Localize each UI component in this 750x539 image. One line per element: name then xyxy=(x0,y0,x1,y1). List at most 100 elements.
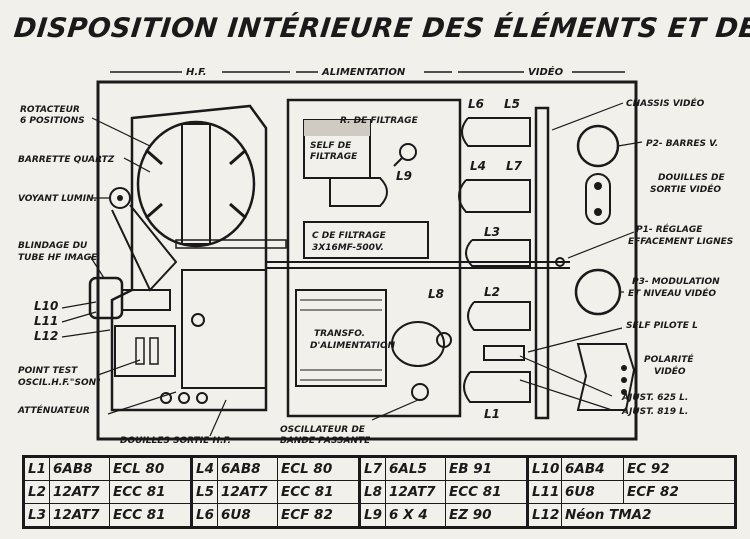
rotacteur-shaft xyxy=(181,123,211,245)
p3-potentiometer xyxy=(574,268,622,316)
point-test-label-2: OSCIL.H.F."SON" xyxy=(18,378,101,388)
tube-table-cell: ECL 80 xyxy=(109,456,193,481)
l11-label: L11 xyxy=(34,314,58,328)
tube-table-cell: L5 xyxy=(191,480,218,504)
tube-table-cell: ECC 81 xyxy=(109,503,193,528)
tube-table-cell: 6AB8 xyxy=(217,456,278,481)
tube-table-cell: L8 xyxy=(359,480,386,504)
douille-hf-2 xyxy=(178,392,190,404)
tube-table-cell: 6AB8 xyxy=(49,456,110,481)
douilles-sortie-hf-label: DOUILLES SORTIE H.F. xyxy=(120,436,231,446)
tube-table-cell: EZ 90 xyxy=(445,503,529,528)
tube-table-cell: 12AT7 xyxy=(385,480,446,504)
tube-label-l4: L4 xyxy=(470,159,486,173)
ajust-625-label: AJUST. 625 L. xyxy=(621,393,688,403)
tube-label-l3: L3 xyxy=(484,225,500,239)
chassis-video-label: CHASSIS VIDÉO xyxy=(626,97,705,109)
tube-table-cell: L1 xyxy=(23,456,50,481)
tube-table-cell: 6AL5 xyxy=(385,456,446,481)
tube-table-cell: Néon TMA2 xyxy=(561,503,736,528)
rotacteur-label-2: 6 POSITIONS xyxy=(20,116,85,126)
p1-knob xyxy=(555,257,565,267)
rotacteur-disc xyxy=(136,120,256,248)
point-test-box xyxy=(114,325,176,377)
tube-table-cell: ECC 81 xyxy=(445,480,529,504)
hf-block-outline xyxy=(110,104,268,412)
tube-table-cell: L7 xyxy=(359,456,386,481)
polarite-switch xyxy=(576,343,636,411)
oscillateur-label-1: OSCILLATEUR DE xyxy=(280,425,366,435)
tube-label-l9: L9 xyxy=(396,169,412,183)
l10-label: L10 xyxy=(34,299,58,313)
r-filtrage-label: R. DE FILTRAGE xyxy=(340,116,419,126)
tube-table-cell: 6 X 4 xyxy=(385,503,446,528)
tube-l3 xyxy=(465,239,531,267)
tube-table-cell: ECC 81 xyxy=(109,480,193,504)
voyant-label: VOYANT LUMIN. xyxy=(18,194,97,204)
attenuateur-label: ATTÉNUATEUR xyxy=(17,404,90,416)
douille-hf-1 xyxy=(160,392,172,404)
blindage-label-1: BLINDAGE DU xyxy=(18,241,88,251)
p3-label-1: P3- MODULATION xyxy=(632,277,720,287)
tube-table-cell: L6 xyxy=(191,503,218,528)
tube-table-cell: EC 92 xyxy=(623,456,736,481)
tube-l2 xyxy=(467,301,531,331)
polarite-label-2: VIDÉO xyxy=(654,365,686,377)
tube-label-l1: L1 xyxy=(484,407,500,421)
tube-table-cell: 6U8 xyxy=(217,503,278,528)
p2-label: P2- BARRES V. xyxy=(646,139,718,149)
tube-label-l5: L5 xyxy=(504,97,520,111)
tube-table-cell: 12AT7 xyxy=(49,480,110,504)
blindage-label-2: TUBE HF IMAGE xyxy=(18,253,98,263)
tube-l8 xyxy=(391,321,445,367)
tube-table-cell: L10 xyxy=(527,456,562,481)
oscillateur-label-2: BANDE PASSANTE xyxy=(280,436,371,446)
tube-table-cell: 12AT7 xyxy=(217,480,278,504)
douilles-sortie-label-2: SORTIE VIDÉO xyxy=(650,183,721,195)
tube-table-cell: L11 xyxy=(527,480,562,504)
tube-label-l8: L8 xyxy=(428,287,444,301)
section-video-label: VIDÉO xyxy=(528,65,564,78)
douilles-sortie-video xyxy=(585,173,611,225)
transfo-alim xyxy=(295,289,387,387)
p1-label-2: EFFACEMENT LIGNES xyxy=(628,237,733,247)
tube-label-l7: L7 xyxy=(506,159,523,173)
self-filtrage-label-2: FILTRAGE xyxy=(310,152,358,162)
tube-l4-l7 xyxy=(458,179,531,213)
tube-table-cell: EB 91 xyxy=(445,456,529,481)
section-alim-label: ALIMENTATION xyxy=(321,67,406,78)
tube-table-cell: ECL 80 xyxy=(277,456,361,481)
tube-label-l6: L6 xyxy=(468,97,484,111)
barrette-label: BARRETTE QUARTZ xyxy=(18,155,115,165)
c-filtrage xyxy=(303,221,429,259)
l12-label: L12 xyxy=(34,329,58,343)
c-filtrage-label-1: C DE FILTRAGE xyxy=(312,231,387,241)
oscillateur-coil xyxy=(411,383,429,401)
chassis-video xyxy=(534,106,550,420)
self-filtrage-label-1: SELF DE xyxy=(310,141,352,151)
tube-table-cell: 12AT7 xyxy=(49,503,110,528)
transfo-label-2: D'ALIMENTATION xyxy=(310,341,396,351)
tube-table-cell: 6U8 xyxy=(561,480,624,504)
self-pilote-label: SELF PILOTE L xyxy=(626,321,698,331)
p3-label-2: ET NIVEAU VIDÉO xyxy=(628,287,716,299)
tube-table-cell: L4 xyxy=(191,456,218,481)
tube-table-cell: 6AB4 xyxy=(561,456,624,481)
ajust-819-label: AJUST. 819 L. xyxy=(621,407,688,417)
chassis-outline xyxy=(96,80,638,441)
tube-table-cell: L3 xyxy=(23,503,50,528)
chassis-diagram: H.F. ALIMENTATION VIDÉO xyxy=(17,64,733,446)
section-hf-label: H.F. xyxy=(186,67,207,78)
p1-label-1: P1- RÉGLAGE xyxy=(636,223,703,235)
polarite-label-1: POLARITÉ xyxy=(644,353,694,365)
tube-l1 xyxy=(463,371,531,403)
tube-table-cell: L9 xyxy=(359,503,386,528)
point-test-label-1: POINT TEST xyxy=(18,366,78,376)
alim-block-outline xyxy=(286,98,462,418)
tube-table-cell: L2 xyxy=(23,480,50,504)
douilles-sortie-label-1: DOUILLES DE xyxy=(658,173,725,183)
